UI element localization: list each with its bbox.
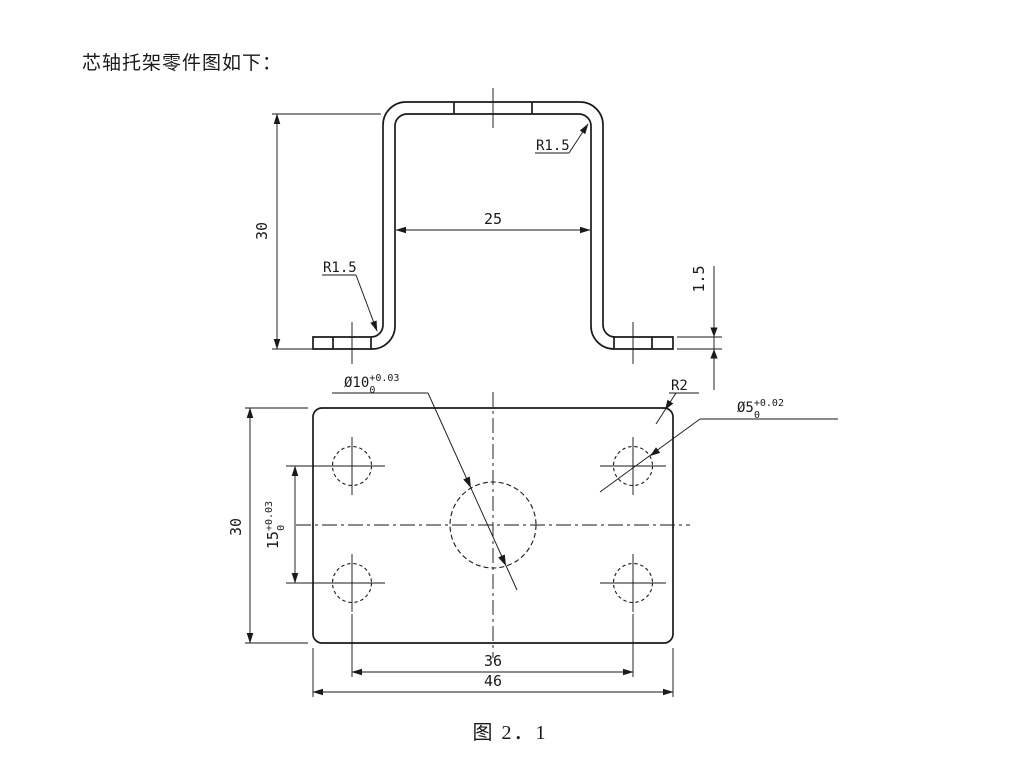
center-hole	[449, 481, 537, 569]
figure-caption: 图 2．1	[472, 722, 548, 744]
hole-top-left	[331, 445, 373, 487]
plate-outline	[312, 407, 674, 644]
dim-row-spacing: 15+0.030	[264, 465, 323, 584]
radius-bottom-left-label: R1.5	[323, 260, 357, 276]
dim-plate-height: 30	[227, 407, 308, 644]
dim-hole-spacing-label: 36	[484, 652, 502, 670]
corner-radius-label: R2	[671, 378, 688, 394]
leader-corner-radius: R2	[655, 378, 699, 425]
dim-section-height: 30	[253, 113, 381, 350]
leader-radius-bottom-left: R1.5	[322, 260, 378, 332]
hole-crosshairs	[320, 437, 666, 612]
section-view: 30 25 1.5 R1.5	[253, 88, 722, 390]
dim-plate-height-label: 30	[227, 518, 245, 536]
leader-radius-top-right: R1.5	[535, 123, 589, 154]
dim-plate-width: 46	[312, 648, 674, 697]
dim-inner-width: 25	[395, 210, 591, 234]
radius-top-right-label: R1.5	[536, 138, 570, 154]
dim-thickness-label: 1.5	[690, 265, 708, 292]
hole-bottom-right	[612, 562, 654, 604]
dim-thickness: 1.5	[677, 265, 722, 390]
hole-bottom-left	[331, 562, 373, 604]
intro-text: 芯轴托架零件图如下：	[82, 53, 283, 74]
dim-inner-width-label: 25	[484, 210, 502, 228]
dim-hole-spacing: 36	[351, 614, 634, 677]
plan-view: 30 15+0.030 36	[227, 373, 838, 697]
dim-section-height-label: 30	[253, 222, 271, 240]
dim-plate-width-label: 46	[484, 672, 502, 690]
hole-top-right	[612, 445, 654, 487]
dim-row-spacing-label: 15+0.030	[264, 501, 287, 549]
section-outline	[312, 101, 674, 350]
